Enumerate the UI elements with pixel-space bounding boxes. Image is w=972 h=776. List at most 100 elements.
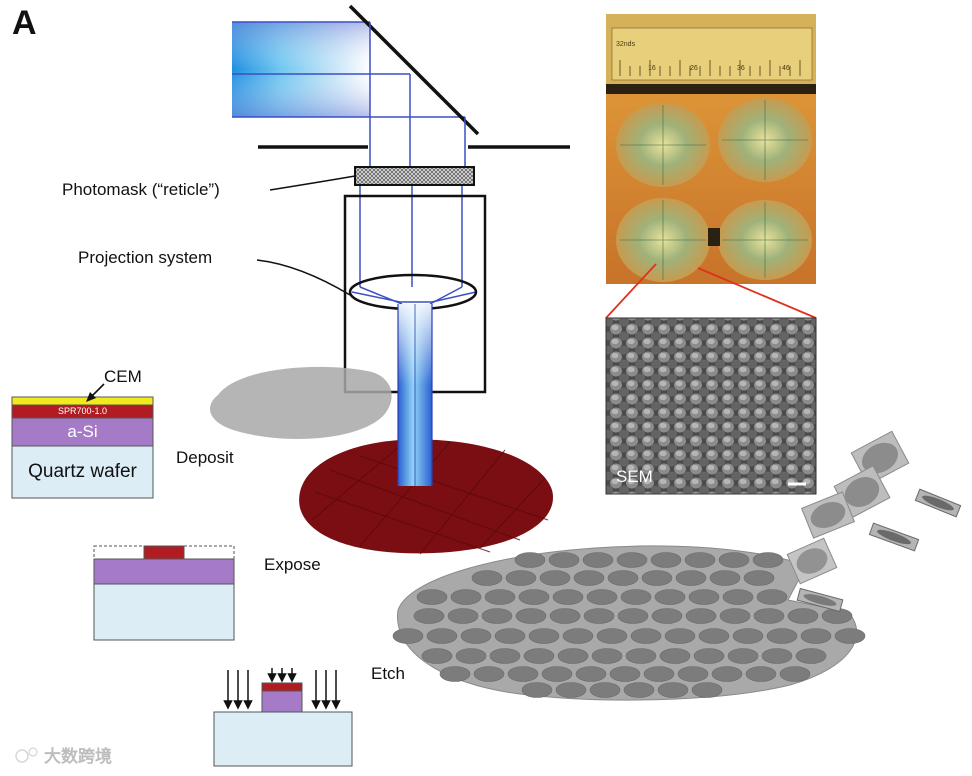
sem-image [605, 317, 817, 495]
projection-leader [256, 259, 351, 296]
zoom-lines [605, 263, 817, 319]
etched-hole [718, 552, 750, 568]
photomask-label: Photomask (“reticle”) [62, 180, 220, 199]
etch-label: Etch [371, 664, 406, 683]
etched-hole [583, 608, 615, 624]
deposit-stack [11, 383, 154, 499]
etched-hole [630, 628, 662, 644]
etched-hole [654, 589, 686, 605]
etched-hole [743, 570, 775, 586]
etched-hole [745, 666, 777, 682]
etched-hole [719, 608, 751, 624]
etched-hole [800, 628, 832, 644]
etched-hole [795, 648, 827, 664]
etched-hole [557, 648, 589, 664]
projection-lens [348, 273, 478, 311]
light-source-beam [232, 21, 465, 118]
etched-wafer [392, 545, 866, 701]
etched-hole [698, 628, 730, 644]
etched-hole [643, 666, 675, 682]
etched-hole [573, 570, 605, 586]
etched-hole [413, 608, 445, 624]
diced-pieces [786, 430, 962, 613]
etched-hole [555, 682, 587, 698]
etched-hole [521, 682, 553, 698]
etch-arrowhead [267, 673, 277, 683]
photomask-leader [269, 175, 356, 191]
etch-arrowhead [233, 700, 243, 710]
etched-hole [505, 570, 537, 586]
red-wafer [299, 439, 554, 555]
substrate-label: Quartz wafer [28, 461, 137, 482]
etched-hole [447, 608, 479, 624]
etched-hole [834, 628, 866, 644]
etched-hole [650, 552, 682, 568]
etched-hole [752, 552, 784, 568]
cem-arrowhead [86, 392, 96, 402]
etch-arrowhead [311, 700, 321, 710]
etched-hole [416, 589, 448, 605]
etched-hole [711, 666, 743, 682]
watermark-text: 大数跨境 [44, 747, 112, 766]
etched-hole [455, 648, 487, 664]
etched-hole [507, 666, 539, 682]
etched-hole [657, 682, 689, 698]
etched-hole [514, 552, 546, 568]
etched-hole [473, 666, 505, 682]
etch-arrowhead [321, 700, 331, 710]
fold-mirror [348, 4, 480, 136]
etched-hole [607, 570, 639, 586]
etched-hole [426, 628, 458, 644]
watermark-logo [15, 747, 38, 763]
projection-label: Projection system [78, 248, 213, 267]
etched-hole [489, 648, 521, 664]
etched-hole [582, 552, 614, 568]
etched-hole [541, 666, 573, 682]
etched-hole [439, 666, 471, 682]
deposit-label: Deposit [176, 448, 234, 467]
etch-arrowhead [277, 673, 287, 683]
etched-hole [691, 682, 723, 698]
expose-stack [93, 545, 235, 641]
etched-hole [528, 628, 560, 644]
panel-label: A [12, 4, 37, 42]
sem-label: SEM [616, 467, 653, 486]
etched-hole [616, 552, 648, 568]
etched-hole [539, 570, 571, 586]
etched-hole [693, 648, 725, 664]
etched-hole [552, 589, 584, 605]
etched-hole [779, 666, 811, 682]
etch-arrowhead [223, 700, 233, 710]
etched-hole [659, 648, 691, 664]
etched-hole [685, 608, 717, 624]
cem-label: CEM [104, 367, 142, 386]
etched-hole [548, 552, 580, 568]
etched-hole [620, 589, 652, 605]
etched-hole [589, 682, 621, 698]
etched-hole [484, 589, 516, 605]
etched-hole [481, 608, 513, 624]
etched-hole [727, 648, 759, 664]
etched-hole [675, 570, 707, 586]
asi-layer-label: a-Si [67, 422, 98, 441]
expose-label: Expose [264, 555, 321, 574]
etched-hole [586, 589, 618, 605]
etched-hole [753, 608, 785, 624]
etched-hole [392, 628, 424, 644]
etched-hole [722, 589, 754, 605]
etched-hole [549, 608, 581, 624]
etched-hole [609, 666, 641, 682]
etched-hole [494, 628, 526, 644]
ruler-tick: 46 [782, 65, 790, 72]
projected-beam [397, 304, 433, 486]
etched-hole [641, 570, 673, 586]
ruler-tick: 16 [648, 65, 656, 72]
etched-hole [623, 682, 655, 698]
etched-hole [677, 666, 709, 682]
etched-hole [766, 628, 798, 644]
etched-hole [664, 628, 696, 644]
etched-hole [617, 608, 649, 624]
etched-hole [562, 628, 594, 644]
etched-hole [421, 648, 453, 664]
